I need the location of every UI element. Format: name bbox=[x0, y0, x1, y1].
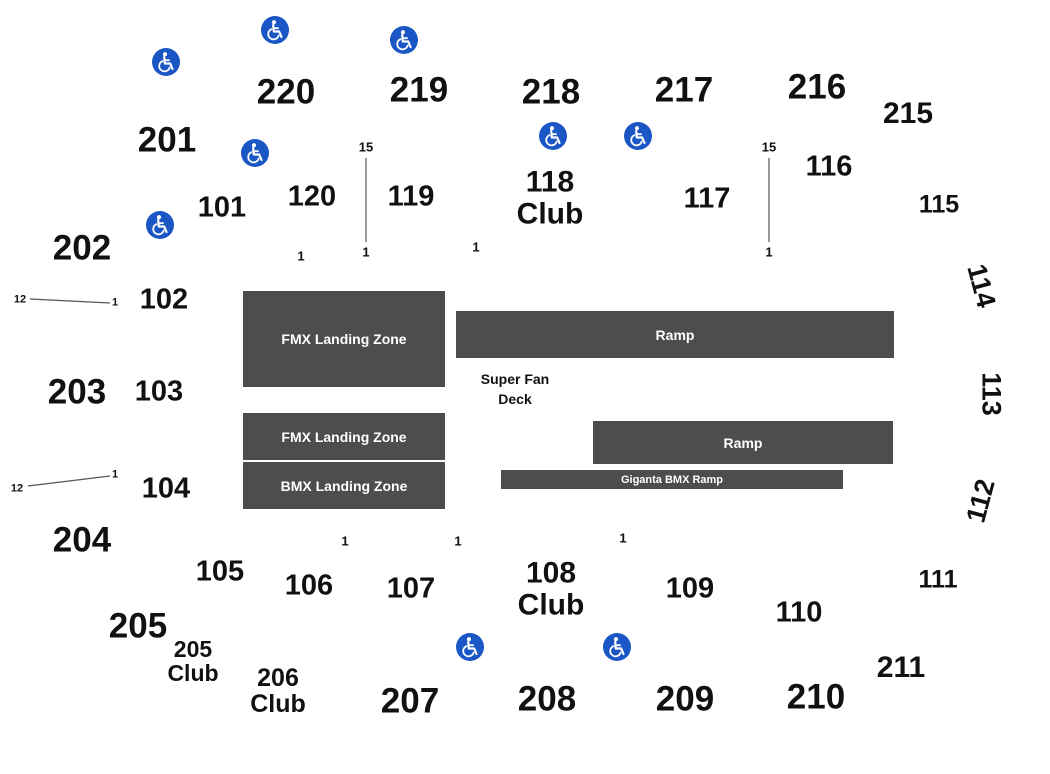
section-106[interactable]: 106 bbox=[284, 569, 334, 602]
bmx-landing-zone: BMX Landing Zone bbox=[243, 462, 445, 509]
club-word: Club bbox=[516, 198, 584, 231]
row-label: 1 bbox=[341, 533, 349, 549]
zone-label: BMX Landing Zone bbox=[280, 477, 408, 494]
zone-label: Ramp bbox=[655, 326, 695, 343]
fmx-landing-zone-1: FMX Landing Zone bbox=[243, 291, 445, 387]
wheelchair-icon bbox=[456, 633, 484, 661]
row-label: 1 bbox=[111, 468, 119, 481]
fmx-landing-zone-2: FMX Landing Zone bbox=[243, 413, 445, 460]
section-204[interactable]: 204 bbox=[52, 520, 112, 560]
section-120[interactable]: 120 bbox=[287, 180, 337, 213]
section-211[interactable]: 211 bbox=[876, 651, 926, 684]
section-110[interactable]: 110 bbox=[775, 596, 823, 629]
section-215[interactable]: 215 bbox=[882, 97, 934, 130]
section-201[interactable]: 201 bbox=[137, 120, 197, 160]
section-220[interactable]: 220 bbox=[256, 72, 316, 112]
section-209[interactable]: 209 bbox=[655, 679, 715, 719]
wheelchair-icon bbox=[624, 122, 652, 150]
section-113[interactable]: 113 bbox=[976, 372, 1007, 416]
section-210[interactable]: 210 bbox=[786, 677, 846, 717]
section-205[interactable]: 205 bbox=[108, 606, 168, 646]
wheelchair-icon bbox=[390, 26, 418, 54]
club-word: Club bbox=[167, 660, 219, 686]
club-number: 108 bbox=[525, 556, 577, 590]
deck-line-1: Super Fan bbox=[480, 371, 550, 387]
section-105[interactable]: 105 bbox=[195, 555, 245, 588]
zone-label: FMX Landing Zone bbox=[281, 428, 407, 445]
section-108-club[interactable]: 108 Club bbox=[517, 556, 585, 623]
section-107[interactable]: 107 bbox=[386, 572, 436, 605]
giganta-bmx-ramp: Giganta BMX Ramp bbox=[501, 470, 843, 489]
section-219[interactable]: 219 bbox=[389, 70, 449, 110]
section-103[interactable]: 103 bbox=[134, 375, 184, 408]
row-label: 15 bbox=[761, 139, 777, 155]
row-label: 1 bbox=[111, 296, 119, 309]
section-206-club[interactable]: 206 Club bbox=[250, 663, 306, 718]
wheelchair-icon bbox=[152, 48, 180, 76]
wheelchair-icon bbox=[539, 122, 567, 150]
club-word: Club bbox=[517, 589, 585, 622]
club-word: Club bbox=[250, 690, 306, 718]
club-number: 118 bbox=[525, 165, 575, 199]
section-119[interactable]: 119 bbox=[387, 180, 435, 213]
section-202[interactable]: 202 bbox=[52, 228, 112, 268]
ramp-1: Ramp bbox=[456, 311, 894, 358]
row-label: 12 bbox=[10, 482, 24, 495]
zone-label: Giganta BMX Ramp bbox=[620, 473, 724, 486]
wheelchair-icon bbox=[603, 633, 631, 661]
section-102[interactable]: 102 bbox=[139, 283, 189, 316]
row-label: 12 bbox=[13, 293, 27, 306]
section-207[interactable]: 207 bbox=[380, 681, 440, 721]
wheelchair-icon bbox=[146, 211, 174, 239]
section-115[interactable]: 115 bbox=[918, 190, 960, 219]
deck-line-2: Deck bbox=[498, 391, 532, 407]
section-217[interactable]: 217 bbox=[654, 70, 714, 110]
wheelchair-icon bbox=[241, 139, 269, 167]
zone-label: FMX Landing Zone bbox=[281, 331, 407, 347]
row-label: 15 bbox=[358, 139, 374, 155]
section-118-club[interactable]: 118 Club bbox=[516, 165, 584, 232]
section-203[interactable]: 203 bbox=[47, 372, 107, 412]
zone-label: Ramp bbox=[723, 434, 763, 451]
wheelchair-icon bbox=[261, 16, 289, 44]
row-label: 1 bbox=[619, 530, 627, 546]
section-104[interactable]: 104 bbox=[141, 472, 191, 505]
section-216[interactable]: 216 bbox=[787, 67, 847, 107]
section-205-club[interactable]: 205 Club bbox=[167, 637, 218, 685]
super-fan-deck[interactable]: Super Fan Deck bbox=[481, 369, 549, 409]
ramp-2: Ramp bbox=[593, 421, 893, 464]
club-number: 205 bbox=[173, 635, 213, 662]
section-116[interactable]: 116 bbox=[805, 150, 853, 183]
section-109[interactable]: 109 bbox=[665, 572, 715, 605]
section-117[interactable]: 117 bbox=[683, 182, 731, 215]
section-111[interactable]: 111 bbox=[918, 565, 958, 594]
section-218[interactable]: 218 bbox=[521, 72, 581, 112]
row-label: 1 bbox=[454, 533, 462, 549]
row-label: 1 bbox=[297, 248, 305, 264]
row-label: 1 bbox=[765, 244, 773, 260]
section-208[interactable]: 208 bbox=[517, 679, 577, 719]
club-number: 206 bbox=[257, 663, 299, 692]
row-label: 1 bbox=[362, 244, 370, 260]
row-label: 1 bbox=[472, 239, 480, 255]
section-101[interactable]: 101 bbox=[197, 191, 247, 224]
